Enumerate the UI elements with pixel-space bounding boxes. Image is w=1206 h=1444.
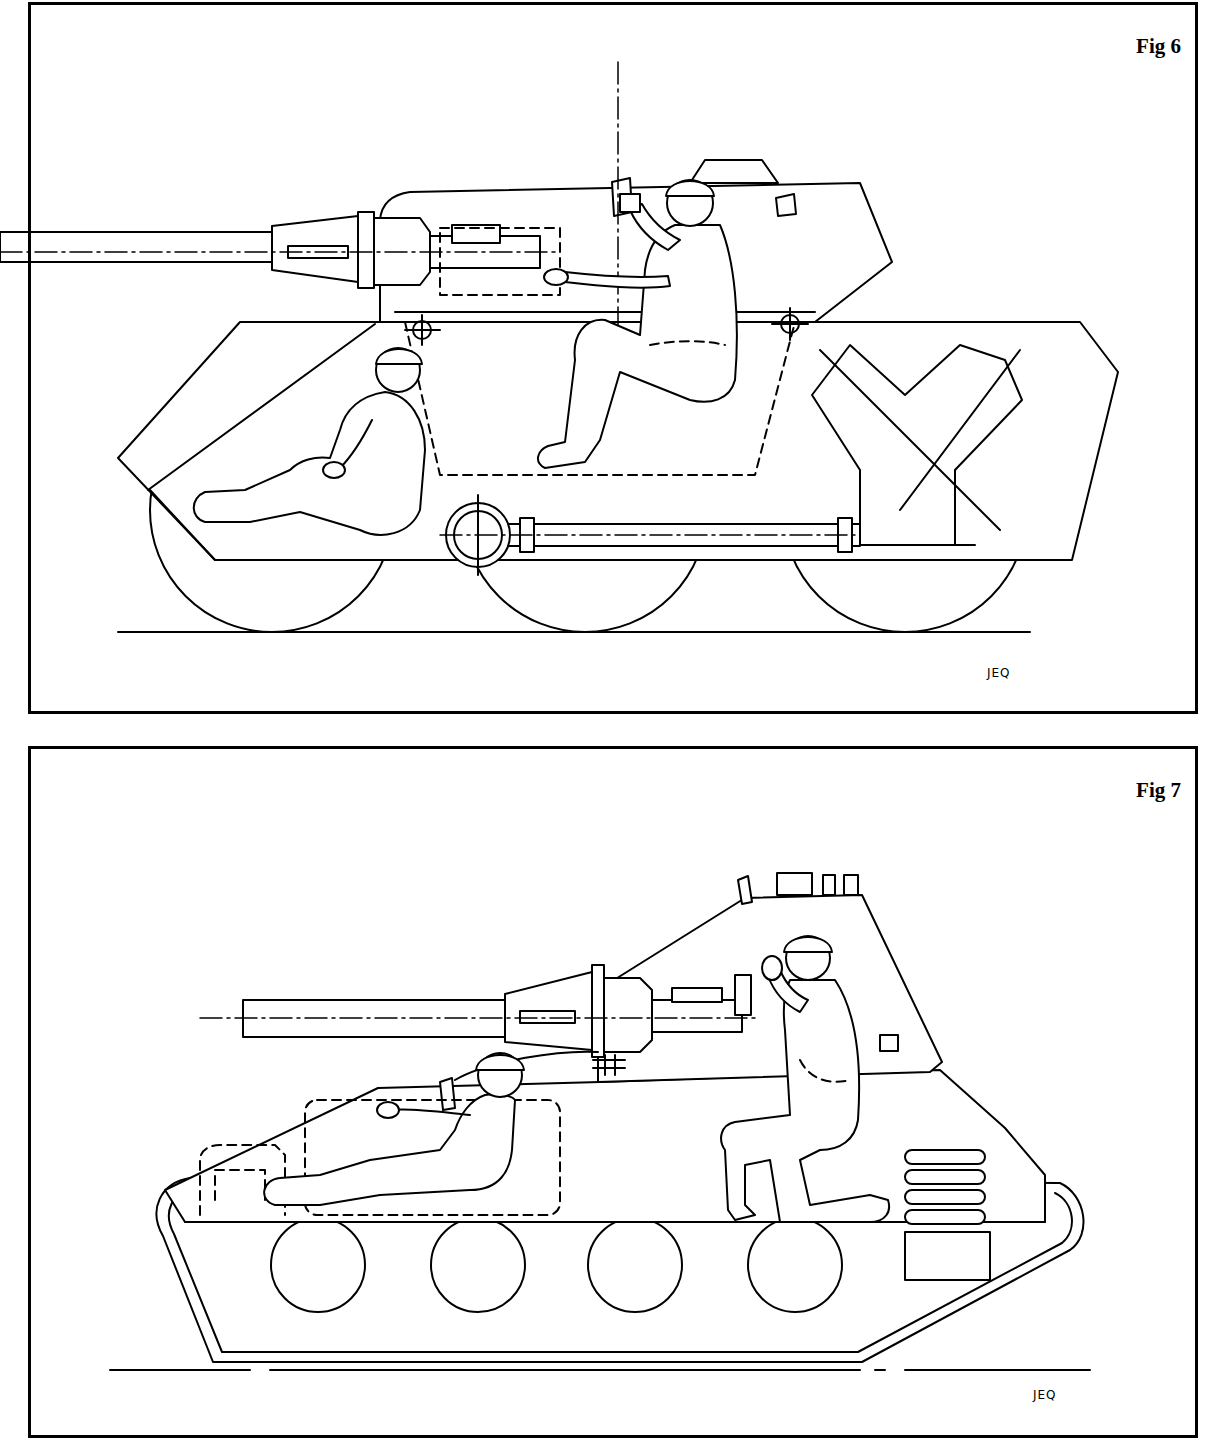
fig7-gun — [593, 1067, 625, 1069]
fig6-turret-basket — [421, 315, 423, 345]
fig7-ground-line — [110, 1370, 1090, 1371]
fig6-gun — [358, 212, 374, 288]
fig7-driver — [392, 1109, 470, 1115]
fig7-ground-line — [905, 1369, 1090, 1371]
fig7-ammunition-rack — [905, 1170, 985, 1184]
fig6-engine — [812, 345, 1022, 545]
fig6-driver — [194, 348, 425, 535]
fig6-commander — [538, 180, 737, 468]
fig7-ammunition-rack — [905, 1210, 985, 1224]
fig7-ammunition-rack — [905, 1190, 985, 1204]
fig6-driver — [323, 462, 345, 478]
fig7-turret — [598, 895, 942, 1082]
artist-signature: JEQ — [1033, 1389, 1057, 1402]
fig7-driver — [264, 1094, 515, 1205]
fig6-commander — [565, 272, 670, 288]
fig6-commander — [620, 194, 640, 212]
fig7-gun — [505, 972, 592, 1050]
fig6-drive-shaft — [440, 495, 900, 575]
fig7-driver-compartment — [215, 1170, 265, 1200]
fig7-ground-line — [110, 1369, 250, 1371]
figure-panel: Fig 6 JEQ — [28, 2, 1198, 714]
fig6-driver — [194, 392, 425, 535]
fig7-ammunition-rack — [905, 1232, 990, 1280]
fig6-engine — [820, 350, 1000, 530]
fig6-turret — [395, 311, 815, 313]
fig7-driver-hatch — [440, 1078, 455, 1110]
fig7-turret — [777, 873, 812, 895]
fig7-hull — [165, 1070, 1045, 1222]
fig6-gun — [440, 228, 560, 295]
fig7-turret — [880, 1035, 898, 1051]
fig6-commander — [666, 181, 714, 196]
fig7-turret — [823, 875, 835, 895]
fig7-gun — [593, 1059, 625, 1061]
fig7-gun — [200, 1017, 760, 1019]
fig6-turret — [380, 62, 892, 330]
fig6-turret — [617, 62, 619, 330]
fig7-road-wheels — [431, 1218, 525, 1312]
fig7-road-wheels — [588, 1218, 682, 1312]
fig7-driver-hatch — [455, 1052, 598, 1080]
fig6-commander — [538, 225, 737, 468]
fig7-gun — [604, 1055, 606, 1075]
fig7-loader — [721, 936, 889, 1222]
fig6-commander — [667, 180, 713, 226]
fig7-driver — [264, 1053, 524, 1205]
fig7-loader — [784, 937, 832, 952]
fig6-drive-shaft — [440, 534, 900, 536]
fig6-gun — [272, 216, 358, 282]
figure-panel: Fig 7 JEQ — [28, 746, 1198, 1438]
fig6-gun — [0, 251, 560, 253]
fig7-hull — [165, 1070, 1045, 1222]
fig7-ground-line — [270, 1369, 860, 1371]
fig7-gun — [735, 975, 751, 1015]
fig7-gun — [592, 965, 604, 1057]
fig7-loader — [800, 1060, 850, 1082]
fig6-turret — [776, 194, 796, 216]
artist-signature: JEQ — [987, 667, 1011, 680]
fig6-commander — [544, 269, 568, 285]
fig7-turret — [738, 876, 752, 904]
fig7-turret — [598, 873, 942, 1082]
fig7-road-wheels — [271, 1218, 365, 1312]
fig6-engine — [860, 544, 975, 546]
fig6-gun — [0, 232, 272, 262]
fig6-gun — [0, 212, 560, 295]
fig6-driver — [340, 420, 372, 468]
figure-number: Fig 7 — [1136, 779, 1181, 802]
fig6-engine — [900, 350, 1020, 510]
fig7-loader — [762, 956, 782, 980]
fig7-turret — [844, 875, 858, 895]
fig6-hull — [148, 324, 375, 490]
fig7-driver — [377, 1102, 399, 1118]
fig6-turret — [690, 160, 778, 183]
fig7-loader — [721, 980, 889, 1222]
fig6-driver — [376, 349, 422, 364]
fig7-ammunition-rack — [905, 1150, 990, 1280]
fig7-gun — [652, 1000, 742, 1032]
fig6-commander — [650, 341, 725, 345]
fig7-gun — [520, 1011, 575, 1023]
fig7-driver-hatch — [440, 1052, 598, 1110]
fig7-road-wheels — [748, 1218, 842, 1312]
fig7-road-wheels — [271, 1218, 842, 1312]
fig7-ammunition-rack — [905, 1150, 985, 1164]
fig7-gun — [604, 978, 652, 1052]
fig7-driver — [476, 1055, 524, 1070]
figure-number: Fig 6 — [1136, 35, 1181, 58]
fig6-drive-shaft — [477, 495, 479, 575]
fig7-gun — [672, 988, 722, 1002]
fig7-gun — [614, 1055, 616, 1075]
fig7-ground-line — [875, 1369, 885, 1371]
fig7-gun — [200, 965, 760, 1075]
fig6-engine — [812, 345, 1022, 545]
fig6-turret-basket — [789, 308, 791, 340]
